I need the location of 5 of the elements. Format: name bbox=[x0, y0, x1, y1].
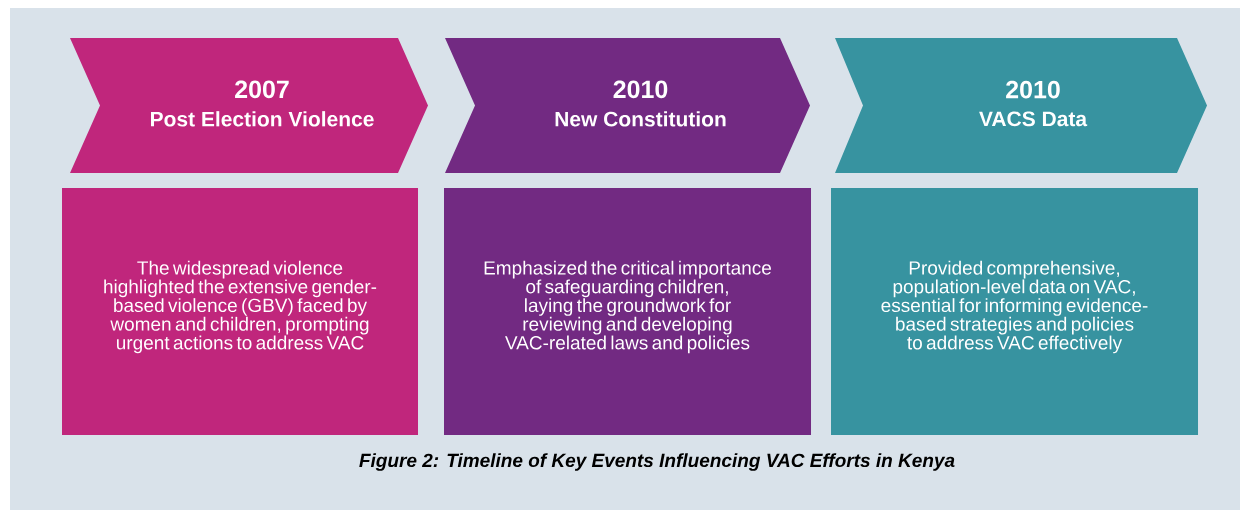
figure-caption: Figure 2: Timeline of Key Events Influencing VAC Efforts in Kenya bbox=[359, 453, 955, 471]
chevron-banner: 2010 VACS Data bbox=[835, 38, 1207, 173]
text-box: The widespread violence highlighted the extensive gender-based violence (GBV) faced by women and children, prompting urgent actions to address VAC bbox=[62, 188, 418, 435]
text-box: Emphasized the critical importance of safeguarding children, laying the groundwork for reviewing and developing VAC-related laws and policies bbox=[444, 188, 811, 435]
text-box: Provided comprehensive, population-level data on VAC, essential for informing evidence-based strategies and policies to address VAC effectively bbox=[831, 188, 1198, 435]
